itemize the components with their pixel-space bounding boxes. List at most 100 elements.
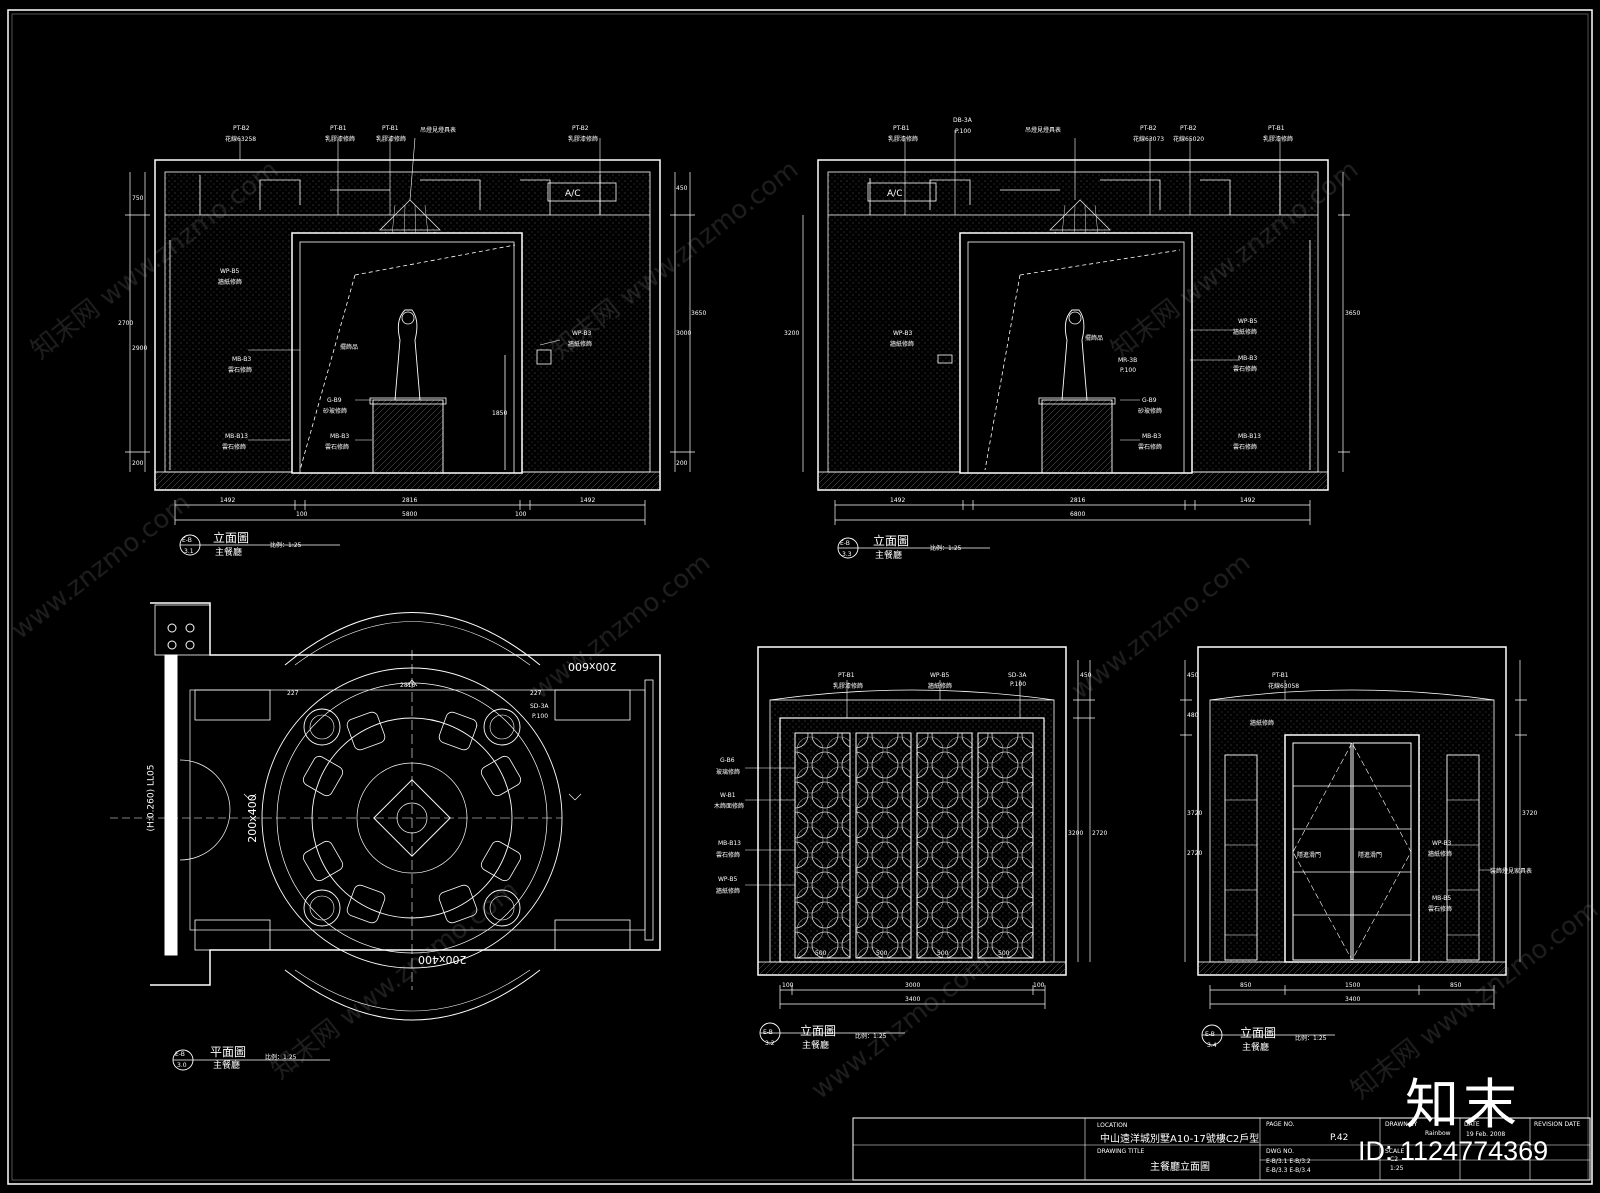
elev2-note-chandelier: 吊燈見燈具表 xyxy=(1025,127,1062,134)
elev1-note-frosted: 砂玻修飾 xyxy=(323,408,348,415)
elev3-note-wallpaper2: 牆紙修飾 xyxy=(716,888,741,895)
plan-code: E-B xyxy=(175,1051,185,1058)
elev1-note-latex3: 乳膠漆修飾 xyxy=(568,136,599,143)
elev3-tag-g-b6: G-B6 xyxy=(720,757,735,764)
tb-dwg-label: DWG NO. xyxy=(1266,1148,1294,1155)
elev2-dim-1: 1492 xyxy=(890,497,906,504)
elev3-panel-4: 500 xyxy=(998,950,1010,957)
elev1-door-height: 1850 xyxy=(492,410,508,417)
plan-radius: 2816 xyxy=(400,682,416,689)
elev1-tag-pt-b1b: PT-B1 xyxy=(382,125,399,132)
elev2-h-1: 3200 xyxy=(784,330,800,337)
tb-dwg-1: E-B/3.1 E-B/3.2 xyxy=(1266,1158,1311,1165)
elev4-h-5: 3720 xyxy=(1522,810,1538,817)
elev3-dim-2: 3000 xyxy=(905,982,921,989)
plan-num: 3.0 xyxy=(177,1062,187,1069)
tb-drawing-label: DRAWING TITLE xyxy=(1097,1148,1145,1155)
tb-page-label: PAGE NO. xyxy=(1266,1121,1295,1128)
plan-tag-p100: P.100 xyxy=(532,713,549,720)
elev4-dim-3: 850 xyxy=(1450,982,1462,989)
elev3-note-wallpaper: 牆紙修飾 xyxy=(928,683,953,690)
watermark-text: www.znzmo.com xyxy=(526,548,716,706)
elev4-h-4: 2720 xyxy=(1187,850,1203,857)
elev4-dim-2: 1500 xyxy=(1345,982,1361,989)
elev1-h-6: 3650 xyxy=(691,310,707,317)
elev1-note-marble2: 雲石修飾 xyxy=(222,444,247,451)
watermark-text: www.znzmo.com xyxy=(1066,548,1256,706)
elev1-num: 3.1 xyxy=(184,548,194,555)
brand-logo: 知末 xyxy=(1405,1073,1521,1136)
elev3-code: E-B xyxy=(763,1029,773,1036)
elev2-note-marble: 雲石修飾 xyxy=(1138,444,1163,451)
tb-dwg-2: E-B/3.3 E-B/3.4 xyxy=(1266,1167,1311,1174)
elev4-h-3: 3720 xyxy=(1187,810,1203,817)
elev1-note-latex2: 乳膠漆修飾 xyxy=(376,136,407,143)
tb-rev-label: REVISION DATE xyxy=(1534,1121,1581,1128)
elev2-note-latex: 乳膠漆修飾 xyxy=(888,136,919,143)
elev3-tag-wp-b5b: WP-B5 xyxy=(718,876,738,883)
elev4-door-label-2: 隱進滑門 xyxy=(1358,852,1383,859)
elev2-note-molding2: 花線63073 xyxy=(1133,136,1165,143)
elev3-dim-total: 3400 xyxy=(905,996,921,1003)
elev3-tag-pt-b1: PT-B1 xyxy=(838,672,855,679)
elev1-code: E-B xyxy=(182,537,192,544)
elev2-tag-g-b9: G-B9 xyxy=(1142,397,1157,404)
elev2-note-latex2: 乳膠漆修飾 xyxy=(1263,136,1294,143)
plan-subtitle: 主餐廳 xyxy=(213,1061,241,1071)
svg-text:A/C: A/C xyxy=(887,189,902,199)
elevation-3-1: A/C xyxy=(125,137,695,556)
elev1-tag-wp-b5: WP-B5 xyxy=(220,268,240,275)
elev4-code: E-B xyxy=(1205,1031,1215,1038)
elev4-tag-wp-b3: WP-B3 xyxy=(1432,840,1452,847)
elev2-note-frosted: 砂玻修飾 xyxy=(1138,408,1163,415)
elev3-num: 3.2 xyxy=(765,1040,775,1047)
elev1-title: 立面圖 xyxy=(213,531,250,545)
elev4-note-molding: 花線63058 xyxy=(1268,683,1300,690)
elev1-h-5: 3000 xyxy=(676,330,692,337)
elev3-h-3: 3200 xyxy=(1068,830,1084,837)
elev3-note-wood: 木飾面修飾 xyxy=(714,803,745,810)
title-block-frame xyxy=(852,1117,1591,1181)
elev1-scale: 比例：1:25 xyxy=(270,542,302,549)
elev2-tag-p100b: P.100 xyxy=(1120,367,1137,374)
elev4-dim-total: 3400 xyxy=(1345,996,1361,1003)
elev2-tag-mr-3b: MR-3B xyxy=(1118,357,1138,364)
elev1-dim-total: 5800 xyxy=(402,511,418,518)
elev1-note-wallpaper2: 牆紙修飾 xyxy=(568,341,593,348)
elev3-title: 立面圖 xyxy=(800,1024,837,1038)
elev2-title: 立面圖 xyxy=(873,534,910,548)
tb-page: P.42 xyxy=(1330,1133,1349,1143)
elev1-dim-1: 1492 xyxy=(220,497,236,504)
elev4-subtitle: 主餐廳 xyxy=(1242,1043,1270,1053)
elev1-tag-wp-b3: WP-B3 xyxy=(572,330,592,337)
plan-dim-top: 200x600 xyxy=(568,660,617,673)
elev2-tag-p100: P.100 xyxy=(955,128,972,135)
elev3-panel-3: 500 xyxy=(937,950,949,957)
elevation-3-4 xyxy=(1180,646,1527,1046)
elev2-note-marble2: 雲石修飾 xyxy=(1233,366,1258,373)
elev2-dim-3: 1492 xyxy=(1240,497,1256,504)
watermark-text: www.znzmo.com xyxy=(6,488,196,646)
elev3-h-1: 450 xyxy=(1080,672,1092,679)
elev1-dim-2: 100 xyxy=(296,511,308,518)
elev2-tag-wp-b5: WP-B5 xyxy=(1238,318,1258,325)
elev1-note-ornament: 擺飾品 xyxy=(340,344,359,351)
elev1-tag-mb-b3b: MB-B3 xyxy=(330,433,350,440)
elev3-tag-w-b1: W-B1 xyxy=(720,792,736,799)
elev2-tag-mb-b13: MB-B13 xyxy=(1238,433,1261,440)
elev4-door-label-1: 隱進滑門 xyxy=(1297,852,1322,859)
tb-sheet: C2 xyxy=(1390,1156,1399,1163)
elev2-tag-mb-b3b: MB-B3 xyxy=(1238,355,1258,362)
elev2-h-2: 3650 xyxy=(1345,310,1361,317)
elev3-scale: 比例：1:25 xyxy=(855,1033,887,1040)
elev1-note-latex: 乳膠漆修飾 xyxy=(325,136,356,143)
elev1-note-marble3: 雲石修飾 xyxy=(325,444,350,451)
elev1-h-8: 200 xyxy=(676,460,688,467)
elev1-dim-3: 2816 xyxy=(402,497,418,504)
tb-drawn: Rainbow xyxy=(1425,1130,1451,1137)
elev2-tag-wp-b3: WP-B3 xyxy=(893,330,913,337)
elev3-h-2: 2720 xyxy=(1092,830,1108,837)
watermark-text: 知末网 www.znzmo.com xyxy=(266,875,524,1086)
elev2-tag-pt-b2: PT-B2 xyxy=(1140,125,1157,132)
